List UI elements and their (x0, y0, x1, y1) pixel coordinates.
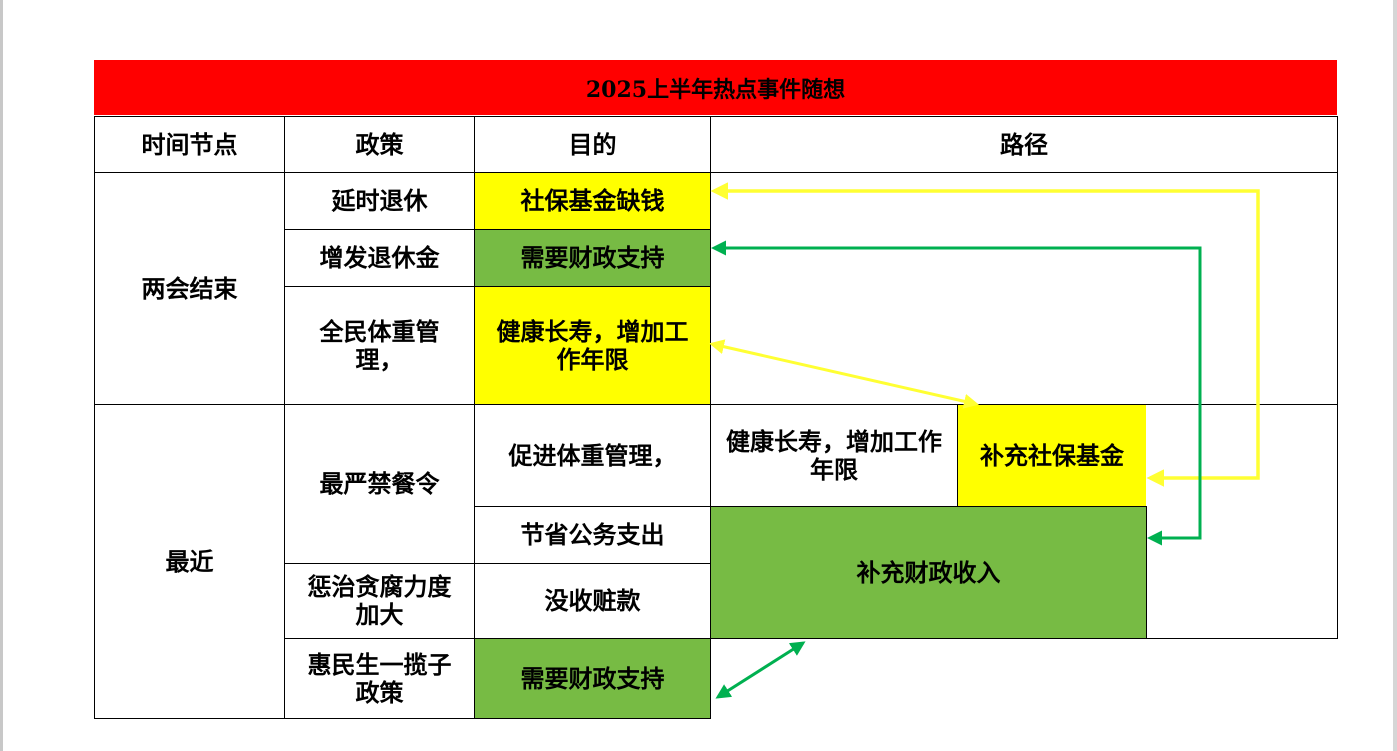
purpose-longevity: 健康长寿，增加工作年限 (474, 286, 711, 405)
green-diagonal-arrow (715, 641, 806, 699)
header-purpose: 目的 (474, 116, 711, 173)
header-path: 路径 (710, 116, 1338, 173)
purpose-promote-weight-mgmt: 促进体重管理， (474, 404, 711, 507)
path-supplement-pension-fund: 补充社保基金 (957, 404, 1147, 507)
policy-delay-retire: 延时退休 (284, 172, 475, 230)
group-recent: 最近 (94, 404, 285, 719)
policy-weight-management: 全民体重管理， (284, 286, 475, 405)
purpose-confiscate-assets: 没收赃款 (474, 563, 711, 639)
header-time: 时间节点 (94, 116, 285, 173)
path-longevity: 健康长寿，增加工作年限 (710, 404, 958, 507)
purpose-save-public-spending: 节省公务支出 (474, 506, 711, 564)
path-supplement-fiscal-income: 补充财政收入 (710, 506, 1147, 639)
policy-dining-ban: 最严禁餐令 (284, 404, 475, 564)
purpose-fiscal-support-2: 需要财政支持 (474, 638, 711, 719)
policy-livelihood-package: 惠民生一揽子政策 (284, 638, 475, 719)
path-area-blank-right (1146, 404, 1338, 639)
path-area-blank (710, 172, 1338, 405)
table-title: 2025上半年热点事件随想 (94, 60, 1337, 115)
policy-anti-corruption: 惩治贪腐力度加大 (284, 563, 475, 639)
window-right-edge (1393, 0, 1397, 751)
window-left-edge (0, 0, 3, 751)
purpose-pension-fund-shortage: 社保基金缺钱 (474, 172, 711, 230)
purpose-fiscal-support-1: 需要财政支持 (474, 229, 711, 287)
header-policy: 政策 (284, 116, 475, 173)
group-two-sessions: 两会结束 (94, 172, 285, 405)
policy-raise-pension: 增发退休金 (284, 229, 475, 287)
